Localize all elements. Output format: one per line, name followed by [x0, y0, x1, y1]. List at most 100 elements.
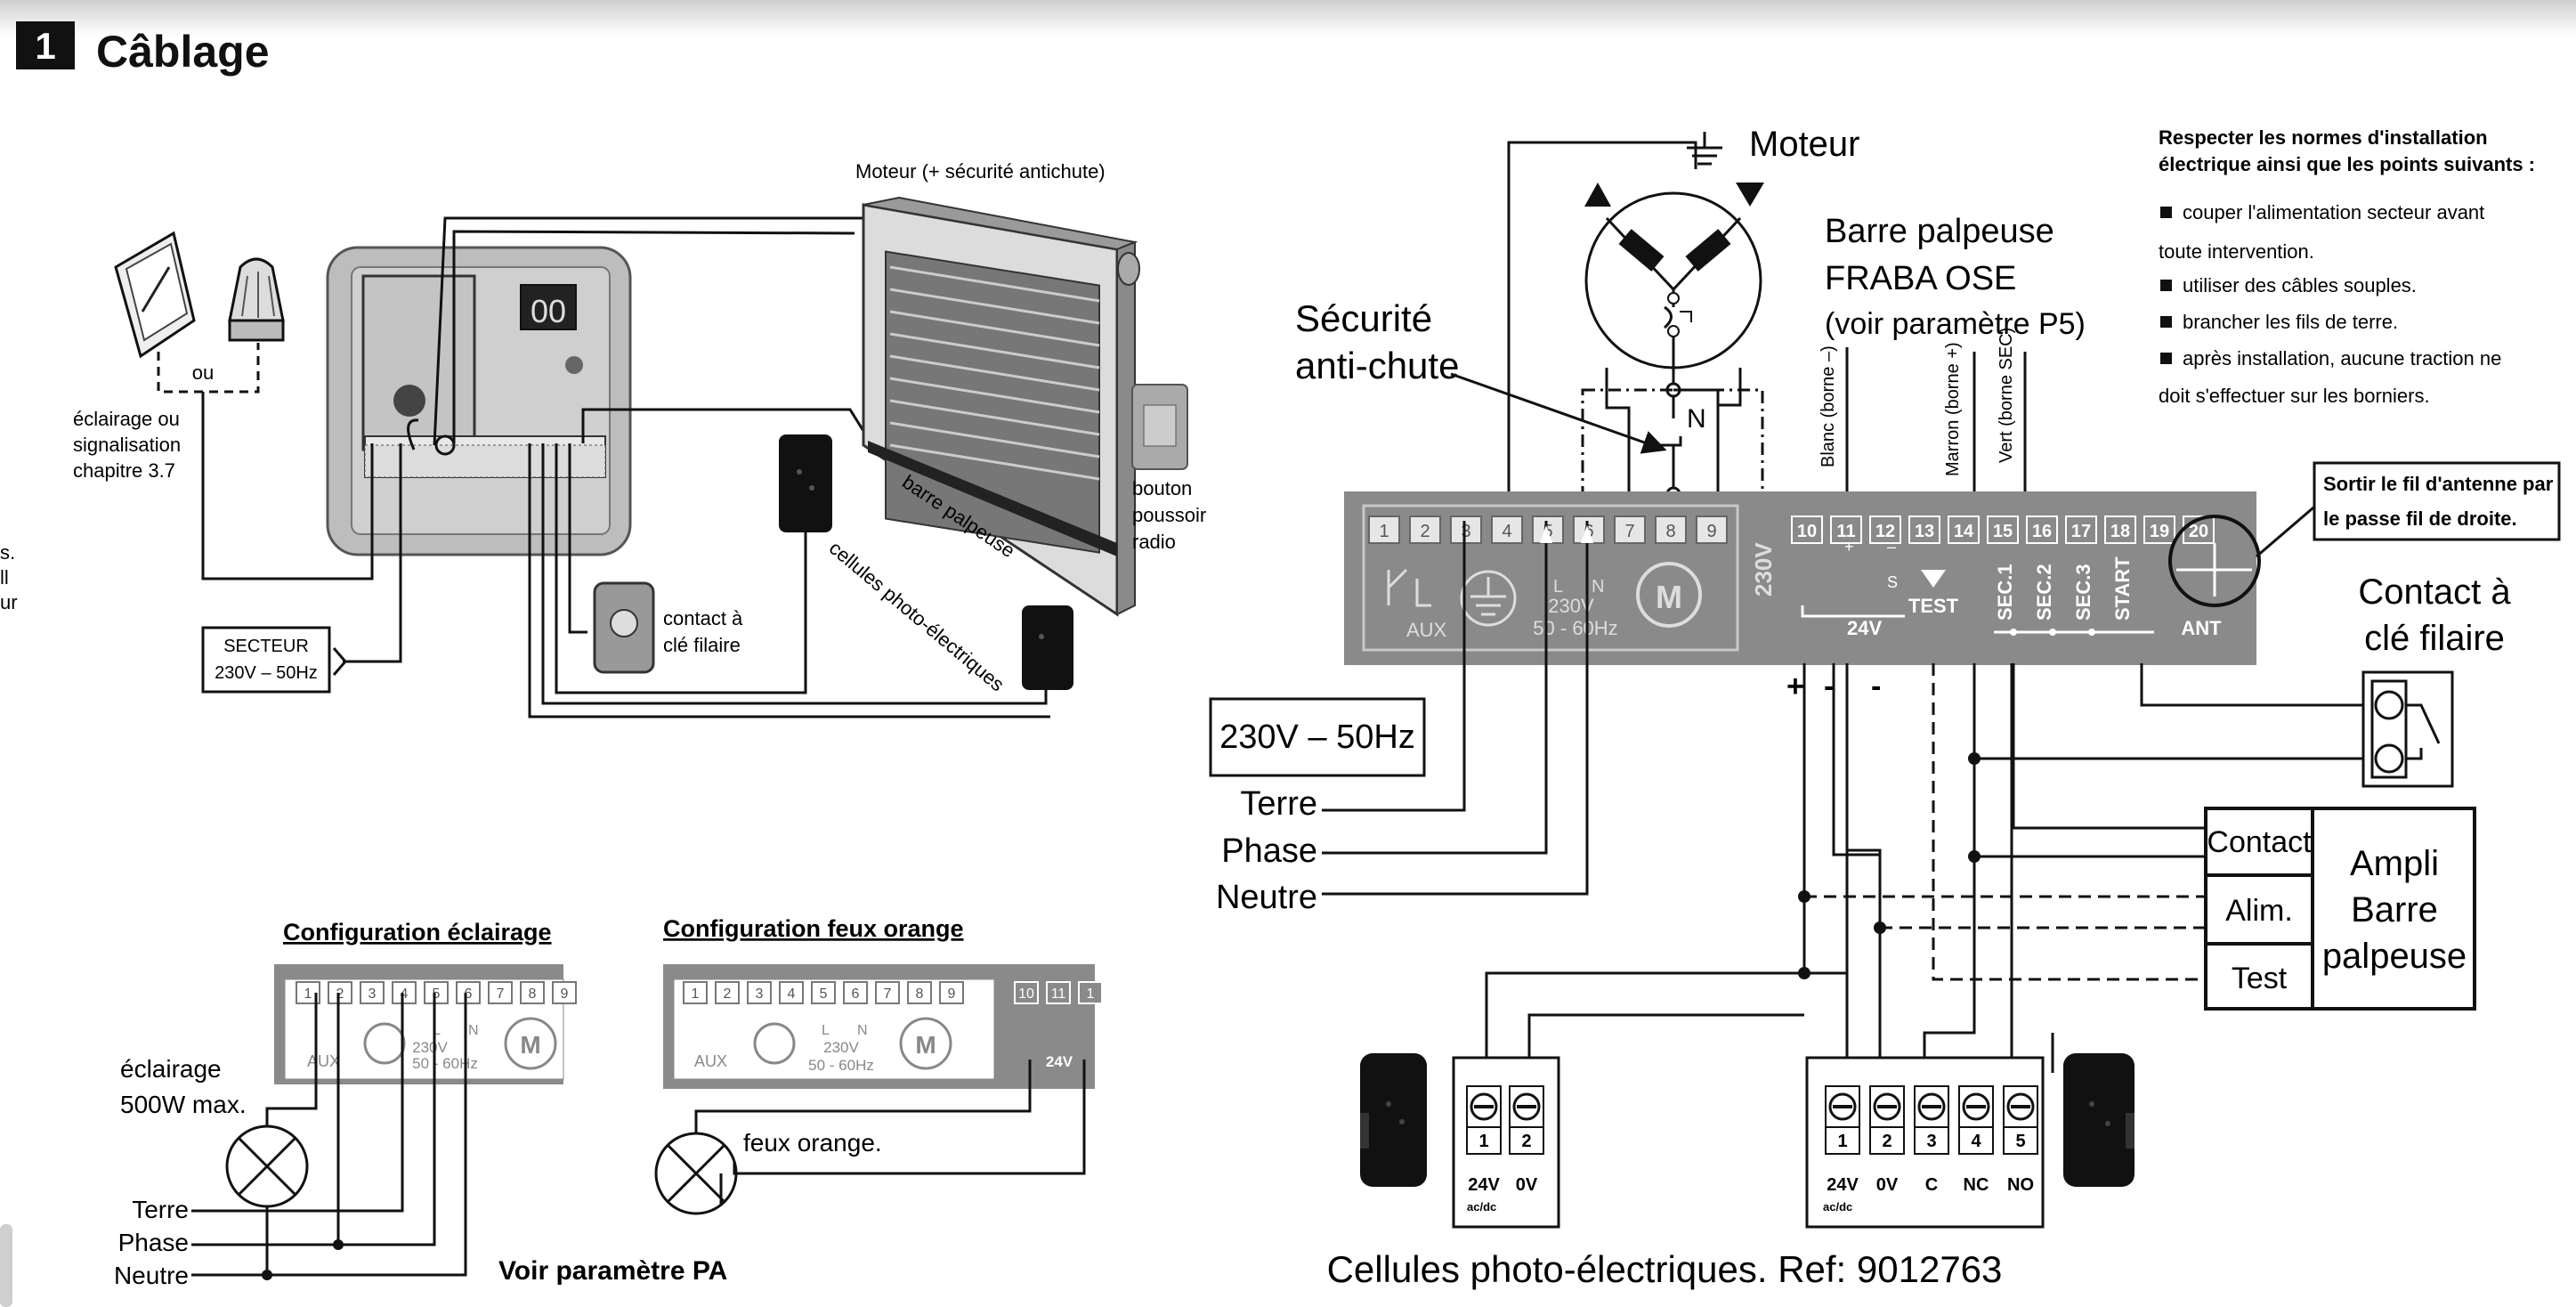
main-terminal-box-19 [2143, 515, 2175, 544]
main-n: N [1592, 577, 1604, 597]
wire-t7 [1605, 368, 1673, 496]
main-terminal-16: 16 [2032, 522, 2052, 541]
cell-block-2-sub: ac/dc [1823, 1200, 1852, 1214]
up-arrow-icon [1584, 183, 1611, 207]
main-terminal-box-14 [1948, 515, 1980, 544]
cl-terminal-4: 4 [401, 986, 409, 1002]
co-terminal-8: 8 [916, 986, 924, 1002]
cl-terminal-box-6 [456, 981, 481, 1004]
main-terminal-4: 4 [1502, 522, 1511, 541]
sec2: SEC.2 [2033, 564, 2055, 621]
co-extra-terminal-11: 11 [1051, 986, 1066, 1002]
key-contact-title-1: Contact à [2358, 572, 2511, 612]
co-terminal-1: 1 [692, 986, 700, 1002]
radio-button-label-2: poussoir [1132, 504, 1206, 526]
key-contact-label-1: contact à [663, 607, 743, 629]
bullet-1 [2160, 207, 2172, 218]
cl-terminal-box-7 [488, 981, 513, 1004]
key-contact-title-2: clé filaire [2364, 619, 2505, 658]
n-label: N [1687, 404, 1706, 434]
section-number: 1 [35, 25, 55, 67]
down-arrow-icon [1736, 183, 1764, 207]
mains-label-2: 230V – 50Hz [215, 663, 318, 683]
photocell-receiver-icon [2063, 1053, 2135, 1187]
main-mains-box [1209, 697, 1426, 777]
main-terminal-9: 9 [1706, 522, 1716, 541]
instruction-4b: doit s'effectuer sur les borniers. [2159, 385, 2430, 407]
main-test: TEST [1908, 595, 1959, 617]
config-orange-voltage: 230V [823, 1039, 859, 1056]
wire-color-white: Blanc (borne –) [1819, 345, 1838, 467]
antenna-note-box [2313, 461, 2561, 541]
header-band [0, 0, 2576, 36]
radio-button-label-1: bouton [1132, 477, 1192, 499]
ant-label: ANT [2181, 617, 2222, 639]
co-extra-terminal-box-1 [1078, 981, 1103, 1004]
config-orange-n: N [857, 1023, 868, 1038]
cl-terminal-8: 8 [529, 986, 537, 1002]
cell_block_1-number-2: 2 [1521, 1132, 1531, 1151]
mains-label-1: SECTEUR [223, 637, 309, 656]
bullet-2 [2160, 280, 2172, 291]
beacon-icon [228, 257, 285, 342]
cl-terminal-6: 6 [465, 986, 473, 1002]
safety-arrow [1450, 372, 1667, 454]
cl-terminal-box-5 [424, 981, 449, 1004]
ampli-title-3: palpeuse [2322, 937, 2467, 976]
main-terminal-15: 15 [1993, 522, 2013, 541]
cell-block-1-sub: ac/dc [1467, 1200, 1496, 1214]
config-lighting-motor: M [520, 1031, 540, 1059]
motor-symbol [504, 1017, 557, 1070]
main-footer: Cellules photo-électriques. Ref: 9012763 [1327, 1248, 2003, 1290]
co-extra-terminal-10: 10 [1018, 986, 1034, 1002]
config-orange-side-voltage: 230V [973, 1031, 990, 1067]
co-terminal-9: 9 [948, 986, 956, 1002]
main-terminal-box-1 [1368, 515, 1400, 544]
main-terminal-box-16 [2026, 515, 2058, 544]
ground-icon [1687, 132, 1722, 166]
edge-title-2: FRABA OSE [1825, 260, 2016, 297]
cell_block_1-number-1: 1 [1478, 1132, 1488, 1151]
left-installation-diagram: s. ll ur ou éclairage ou signalisation c… [0, 160, 1206, 718]
polarity-plus: + [1786, 670, 1804, 703]
earth-symbol [363, 1022, 406, 1065]
main-terminal-19: 19 [2150, 522, 2169, 541]
cut-text-3: ur [0, 591, 18, 613]
safety-label-1: Sécurité [1295, 297, 1432, 339]
co-terminal-7: 7 [884, 986, 892, 1002]
lamp-or-beacon-dashed [157, 343, 260, 394]
cell_block_2-label-0: 24V [1827, 1175, 1859, 1195]
main-terminal-box-8 [1655, 515, 1687, 544]
main-24v: 24V [1847, 617, 1882, 639]
main-terminal-box-12 [1869, 515, 1901, 544]
radio-button-drawing [1131, 384, 1188, 470]
instructions: Respecter les normes d'installation élec… [2159, 126, 2535, 407]
instructions-heading-2: électrique ainsi que les points suivants… [2159, 153, 2535, 175]
config-lighting-aux: AUX [307, 1052, 340, 1070]
cell_block_1-label-1: 0V [1516, 1175, 1538, 1195]
mains-box [201, 626, 331, 694]
lamp-label-1: éclairage [120, 1055, 222, 1083]
safety-label-2: anti-chute [1295, 345, 1459, 386]
main-terminals: 1234567891011121314151617181920 [1368, 515, 2215, 544]
sec1: SEC.1 [1994, 564, 2016, 621]
motor-title: Moteur [1749, 125, 1860, 164]
ampli-row-alim: Alim. [2225, 894, 2293, 928]
cl-terminal-5: 5 [433, 986, 441, 1002]
photocell-emitter-icon [1360, 1053, 1427, 1187]
main-terminal-10: 10 [1797, 522, 1817, 541]
co-terminal-box-2 [715, 981, 740, 1004]
config-orange-motor: M [915, 1031, 936, 1059]
main-terminal-18: 18 [2110, 522, 2130, 541]
wire-to-edge [581, 408, 874, 446]
co-terminal-2: 2 [724, 986, 732, 1002]
co-terminal-box-1 [683, 981, 708, 1004]
wire-to-cell-left [555, 443, 807, 694]
section-number-box [16, 21, 75, 69]
main-terminal-box-18 [2104, 515, 2136, 544]
instruction-1b: toute intervention. [2159, 240, 2314, 263]
